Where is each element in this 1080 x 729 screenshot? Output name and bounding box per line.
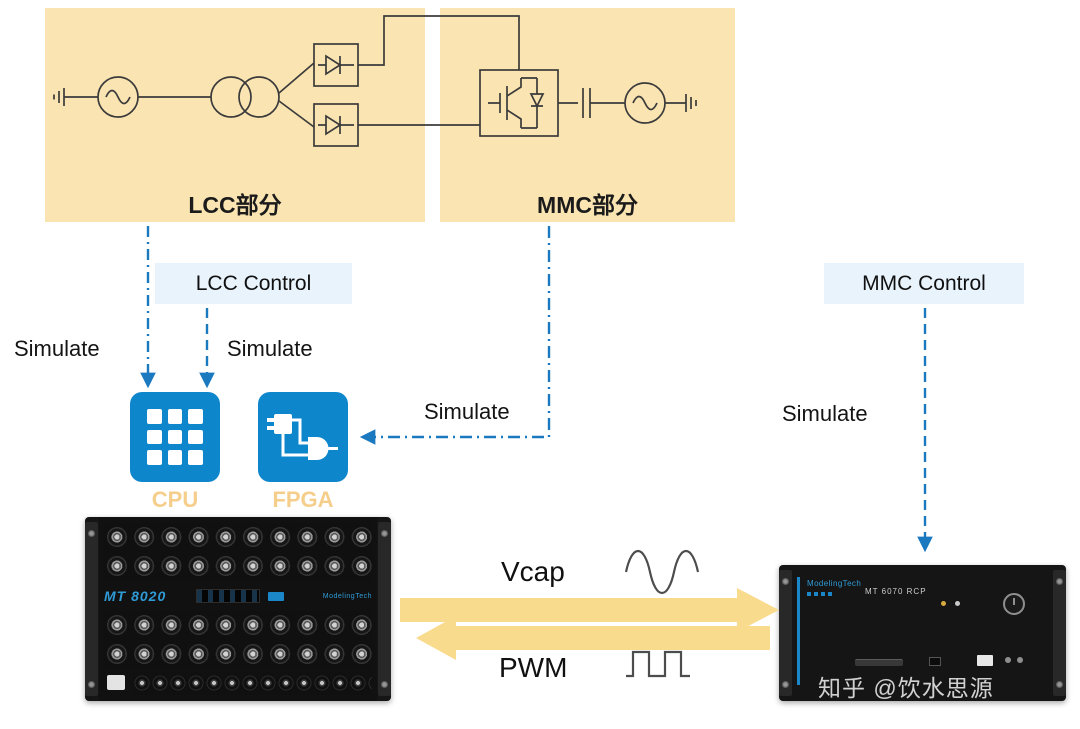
cpu-grid-cell bbox=[147, 429, 162, 445]
rack-ear bbox=[85, 522, 98, 696]
connector-dot bbox=[1005, 657, 1011, 663]
mmc-panel-label: MMC部分 bbox=[537, 192, 638, 218]
power-button bbox=[1003, 593, 1025, 615]
cpu-grid-cell bbox=[188, 450, 203, 465]
cpu-grid-cell bbox=[188, 409, 203, 424]
screw bbox=[782, 578, 789, 585]
screw bbox=[1056, 578, 1063, 585]
fpga-label: FPGA bbox=[272, 487, 334, 512]
status-led bbox=[955, 601, 960, 606]
square-wave-icon bbox=[626, 650, 690, 678]
screw bbox=[381, 681, 388, 688]
indicator-block bbox=[268, 591, 285, 601]
cpu-grid-cell bbox=[167, 429, 183, 445]
sine-wave-icon bbox=[624, 550, 700, 594]
sd-card-slot bbox=[855, 659, 903, 666]
vcap-arrow bbox=[400, 588, 779, 632]
signal-arrows bbox=[400, 588, 779, 660]
simulator-model-text: MT 8020 bbox=[104, 588, 167, 604]
bnc-connector-row bbox=[104, 611, 372, 669]
simulator-front-panel: MT 8020 ModelingTech bbox=[99, 517, 377, 701]
simulator-device: MT 8020 ModelingTech bbox=[85, 517, 391, 701]
lcc-control-label: LCC Control bbox=[155, 263, 352, 304]
mmc-control-label: MMC Control bbox=[824, 263, 1024, 304]
rcp-brand-text: ModelingTech bbox=[807, 579, 862, 588]
vcap-label: Vcap bbox=[501, 556, 565, 587]
simulate-label-lcc: Simulate bbox=[14, 336, 100, 361]
cpu-grid-cell bbox=[167, 409, 183, 424]
rcp-model-text: MT 6070 RCP bbox=[865, 587, 927, 596]
logo-chip bbox=[107, 675, 125, 690]
simulate-label-mmc-control: Simulate bbox=[782, 401, 868, 426]
cpu-grid-cell bbox=[188, 429, 203, 445]
rcp-device: ModelingTech MT 6070 RCP bbox=[779, 565, 1066, 701]
cpu-icon bbox=[130, 392, 220, 482]
fpga-logic-icon bbox=[267, 414, 338, 460]
fpga-icon bbox=[258, 392, 348, 482]
bnc-connector-row bbox=[104, 523, 372, 581]
screw bbox=[88, 530, 95, 537]
cpu-label: CPU bbox=[151, 487, 199, 512]
simulator-label-bar: MT 8020 ModelingTech bbox=[104, 583, 372, 609]
cpu-grid-cell bbox=[147, 450, 162, 465]
screw bbox=[782, 681, 789, 688]
simulate-label-lcc-control: Simulate bbox=[227, 336, 313, 361]
pwm-arrow bbox=[416, 616, 770, 660]
status-led bbox=[941, 601, 946, 606]
simulate-label-mmc-to-fpga: Simulate bbox=[424, 399, 510, 424]
small-port bbox=[929, 657, 941, 666]
mini-display bbox=[196, 589, 261, 603]
rack-ear bbox=[1053, 570, 1066, 696]
connector-dot bbox=[1017, 657, 1023, 663]
io-port-row bbox=[133, 671, 372, 695]
white-label bbox=[977, 655, 993, 666]
waveform-glyphs bbox=[624, 550, 700, 678]
screw bbox=[381, 530, 388, 537]
screw bbox=[88, 681, 95, 688]
rack-ear bbox=[378, 522, 391, 696]
pwm-label: PWM bbox=[499, 652, 568, 683]
cpu-grid-cell bbox=[147, 409, 162, 424]
rack-ear bbox=[779, 570, 792, 696]
cpu-grid-icon bbox=[147, 409, 203, 465]
brand-dots bbox=[807, 592, 832, 596]
screw bbox=[1056, 681, 1063, 688]
blue-accent-stripe bbox=[797, 577, 800, 685]
watermark: 知乎 @饮水思源 bbox=[818, 675, 994, 701]
lcc-panel-label: LCC部分 bbox=[188, 192, 282, 218]
simulator-brand-text: ModelingTech bbox=[322, 592, 372, 600]
cpu-grid-cell bbox=[167, 450, 183, 465]
